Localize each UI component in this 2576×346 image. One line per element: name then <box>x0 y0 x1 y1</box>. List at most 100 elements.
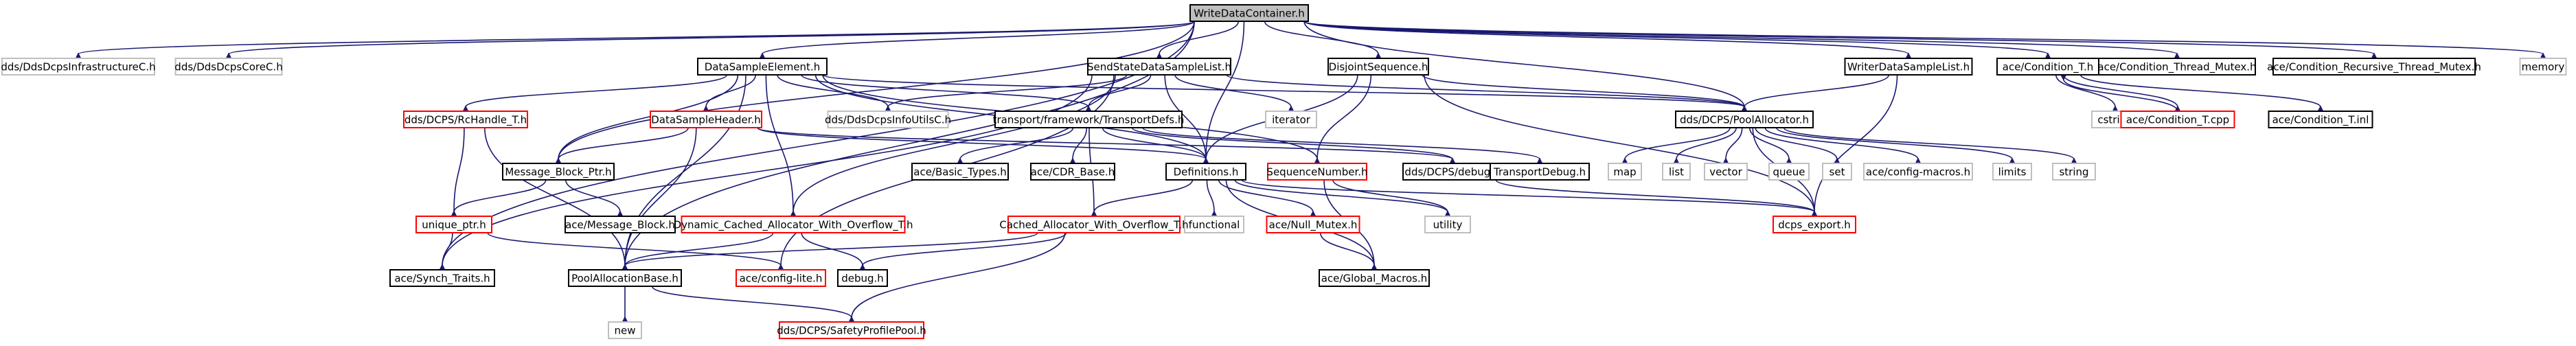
node-box <box>1768 163 1810 181</box>
node-seq-num[interactable]: SequenceNumber.h <box>1266 163 1368 181</box>
node-pool-alloc-base[interactable]: PoolAllocationBase.h <box>568 269 682 287</box>
node-infra-c[interactable]: dds/DdsDcpsInfrastructureC.h <box>1 58 156 76</box>
edge-dsh-to-mbptr <box>554 127 689 167</box>
node-root[interactable]: WriteDataContainer.h <box>1189 4 1309 22</box>
node-box <box>565 216 676 233</box>
node-new-h[interactable]: new <box>608 321 642 339</box>
node-dds-debug[interactable]: dds/DCPS/debug.h <box>1402 163 1503 181</box>
edge-dse-to-info-utils <box>777 74 893 115</box>
node-dcawo[interactable]: Dynamic_Cached_Allocator_With_Overflow_T… <box>674 216 913 233</box>
node-transport-defs[interactable]: transport/framework/TransportDefs.h <box>993 111 1185 128</box>
node-label: DataSampleHeader.h <box>651 114 761 126</box>
node-dcps-export[interactable]: dcps_export.h <box>1773 216 1856 233</box>
node-utility[interactable]: utility <box>1424 216 1471 233</box>
node-limits[interactable]: limits <box>1992 163 2032 181</box>
node-box <box>2098 58 2256 76</box>
edge-dsh-to-definitions <box>757 127 1211 167</box>
node-box <box>1 58 155 76</box>
node-config-lite[interactable]: ace/config-lite.h <box>736 269 826 287</box>
node-box <box>1490 163 1590 181</box>
node-label: ace/CDR_Base.h <box>1031 166 1115 179</box>
edge-root-to-mbptr <box>554 21 1195 167</box>
node-label: vector <box>1709 166 1742 178</box>
edge-rchandle-to-unique-ptr <box>449 127 465 220</box>
node-ssdsl[interactable]: SendStateDataSampleList.h <box>1087 58 1231 76</box>
node-box <box>1996 58 2099 76</box>
node-rchandle[interactable]: dds/DCPS/RcHandle_T.h <box>403 111 528 128</box>
node-iterator[interactable]: iterator <box>1265 111 1317 128</box>
node-map[interactable]: map <box>1608 163 1642 181</box>
edge-mbptr-to-unique-ptr <box>449 179 547 220</box>
node-wdsl[interactable]: WriterDataSampleList.h <box>1844 58 1973 76</box>
node-box <box>389 269 495 287</box>
node-unique-ptr[interactable]: unique_ptr.h <box>415 216 492 233</box>
node-box <box>2272 58 2476 76</box>
node-label: limits <box>1998 166 2027 178</box>
node-label: string <box>2059 166 2088 178</box>
node-box <box>174 58 283 76</box>
node-label: list <box>1669 166 1684 178</box>
node-box <box>502 163 615 181</box>
node-vector[interactable]: vector <box>1704 163 1748 181</box>
edge-dse-to-pool-alloc-base <box>620 74 746 273</box>
node-box <box>827 111 949 128</box>
node-box <box>1189 4 1309 22</box>
node-label: PoolAllocationBase.h <box>571 273 679 285</box>
node-dsh[interactable]: DataSampleHeader.h <box>650 111 762 128</box>
node-debug-h[interactable]: debug.h <box>837 269 888 287</box>
edge-null-mutex-to-global-macros <box>1319 232 1379 273</box>
node-cond-recursive[interactable]: ace/Condition_Recursive_Thread_Mutex.h <box>2267 58 2481 76</box>
node-mbptr[interactable]: Message_Block_Ptr.h <box>502 163 615 181</box>
edge-cond-tcpp-to-cond-t <box>2059 71 2178 112</box>
node-box <box>1675 111 1814 128</box>
node-definitions[interactable]: Definitions.h <box>1165 163 1246 181</box>
edge-unique-ptr-to-synch-traits <box>437 232 453 273</box>
node-box <box>403 111 528 128</box>
node-basic-types[interactable]: ace/Basic_Types.h <box>911 163 1009 181</box>
edge-dsh-to-dds-debug <box>757 127 1457 167</box>
node-queue[interactable]: queue <box>1768 163 1810 181</box>
node-set[interactable]: set <box>1822 163 1852 181</box>
node-synch-traits[interactable]: ace/Synch_Traits.h <box>389 269 495 287</box>
node-cdr-base[interactable]: ace/CDR_Base.h <box>1030 163 1115 181</box>
node-box <box>779 321 924 339</box>
edge-cond-t-to-cond-tcpp <box>2062 74 2182 115</box>
node-config-macros[interactable]: ace/config-macros.h <box>1863 163 1973 181</box>
node-safety-pool[interactable]: dds/DCPS/SafetyProfilePool.h <box>777 321 926 339</box>
node-global-macros[interactable]: ace/Global_Macros.h <box>1319 269 1430 287</box>
node-cond-thread-mutex[interactable]: ace/Condition_Thread_Mutex.h <box>2097 58 2257 76</box>
node-functional[interactable]: functional <box>1184 216 1244 233</box>
edge-dds-debug-to-dcps-export <box>1495 179 1819 220</box>
node-dse[interactable]: DataSampleElement.h <box>697 58 828 76</box>
node-label: ace/Condition_Recursive_Thread_Mutex.h <box>2267 61 2481 74</box>
node-list[interactable]: list <box>1662 163 1691 181</box>
node-box <box>1030 163 1115 181</box>
node-box <box>1662 163 1691 181</box>
node-label: dds/DdsDcpsCoreC.h <box>174 61 282 73</box>
node-label: ace/Basic_Types.h <box>913 166 1006 179</box>
node-label: dds/DCPS/RcHandle_T.h <box>404 114 527 127</box>
node-null-mutex[interactable]: ace/Null_Mutex.h <box>1266 216 1360 233</box>
edge-pool-alloc-to-map <box>1620 127 1731 167</box>
edge-dse-to-rchandle <box>461 74 727 115</box>
node-message-block[interactable]: ace/Message_Block.h <box>565 216 676 233</box>
node-label: map <box>1613 166 1636 178</box>
node-info-utils[interactable]: dds/DdsDcpsInfoUtilsC.h <box>825 111 951 128</box>
node-memory[interactable]: memory <box>2519 58 2567 76</box>
edge-dsh-to-pool-alloc-base <box>620 127 697 273</box>
node-disjoint[interactable]: DisjointSequence.h <box>1327 58 1429 76</box>
node-core-c[interactable]: dds/DdsDcpsCoreC.h <box>174 58 283 76</box>
node-cond-tcpp[interactable]: ace/Condition_T.cpp <box>2120 111 2235 128</box>
node-cawo[interactable]: Cached_Allocator_With_Overflow_T.h <box>999 216 1189 233</box>
edge-pool-alloc-to-list <box>1672 127 1737 167</box>
edge-transport-defs-to-definitions <box>1102 127 1211 167</box>
node-transport-debug[interactable]: TransportDebug.h <box>1490 163 1590 181</box>
edge-root-to-dse <box>757 21 1195 62</box>
node-box <box>608 321 642 339</box>
node-string[interactable]: string <box>2052 163 2096 181</box>
node-cond-tinl[interactable]: ace/Condition_T.inl <box>2268 111 2373 128</box>
edge-definitions-to-dcps-export <box>1241 179 1819 220</box>
node-cond-t[interactable]: ace/Condition_T.h <box>1996 58 2099 76</box>
node-pool-alloc[interactable]: dds/DCPS/PoolAllocator.h <box>1675 111 1814 128</box>
node-label: ace/Synch_Traits.h <box>394 273 490 286</box>
